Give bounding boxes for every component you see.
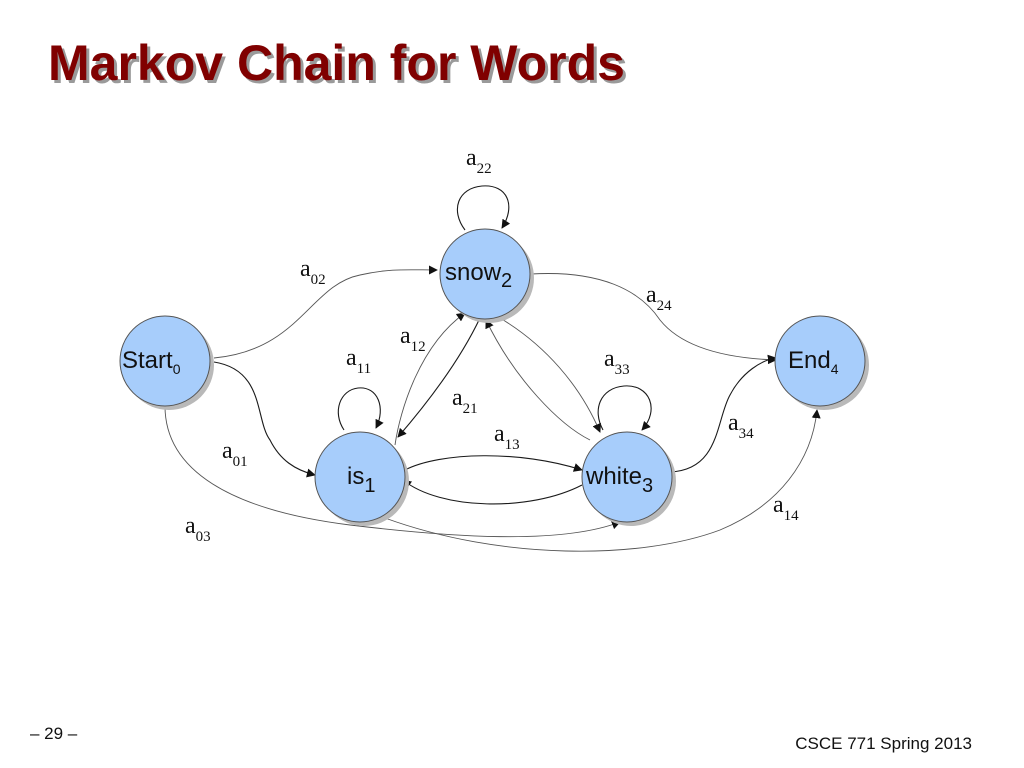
label-a11: a11 bbox=[346, 345, 371, 377]
edge-a34 bbox=[669, 354, 777, 473]
label-a14: a14 bbox=[773, 492, 799, 524]
node-end: End4 bbox=[774, 315, 869, 410]
label-a13: a13 bbox=[494, 421, 520, 453]
node-start-sub: 0 bbox=[173, 361, 181, 377]
svg-text:End4: End4 bbox=[788, 347, 839, 377]
svg-text:Start0: Start0 bbox=[122, 347, 181, 377]
edge-a02 bbox=[213, 265, 438, 359]
label-a03: a03 bbox=[185, 513, 211, 545]
label-a21: a21 bbox=[452, 385, 478, 417]
label-a12: a12 bbox=[400, 323, 426, 355]
course-footer: CSCE 771 Spring 2013 bbox=[795, 734, 972, 753]
node-start-label: Start bbox=[122, 347, 173, 374]
label-a24: a24 bbox=[646, 282, 672, 314]
node-snow: snow2 bbox=[439, 228, 534, 323]
edge-a21 bbox=[397, 317, 481, 438]
edge-a01 bbox=[213, 361, 316, 478]
edge-white-snow bbox=[485, 319, 591, 441]
edge-snow-white bbox=[499, 317, 601, 433]
label-a33: a33 bbox=[604, 346, 630, 378]
node-snow-label: snow bbox=[445, 259, 502, 286]
slide-title: Markov Chain for Words bbox=[48, 35, 625, 91]
node-start: Start0 bbox=[119, 315, 214, 410]
node-end-sub: 4 bbox=[831, 361, 839, 377]
node-is-sub: 1 bbox=[364, 475, 375, 497]
node-white: white3 bbox=[581, 431, 676, 526]
label-a34: a34 bbox=[728, 410, 754, 442]
edge-a22 bbox=[456, 185, 511, 231]
svg-text:is1: is1 bbox=[347, 463, 375, 497]
svg-text:snow2: snow2 bbox=[445, 259, 512, 292]
page-number: – 29 – bbox=[30, 724, 78, 743]
node-is: is1 bbox=[314, 431, 409, 526]
edge-a33 bbox=[597, 385, 652, 431]
node-is-label: is bbox=[347, 463, 364, 490]
label-a01: a01 bbox=[222, 438, 248, 470]
svg-text:white3: white3 bbox=[585, 463, 653, 497]
node-white-sub: 3 bbox=[642, 475, 653, 497]
node-white-label: white bbox=[585, 463, 642, 490]
node-snow-sub: 2 bbox=[501, 270, 512, 292]
edge-a11 bbox=[337, 387, 384, 431]
edge-a31 bbox=[402, 479, 583, 505]
label-a22: a22 bbox=[466, 145, 492, 177]
edge-a24 bbox=[530, 273, 777, 365]
edge-a03 bbox=[164, 405, 621, 538]
label-a02: a02 bbox=[300, 256, 326, 288]
edge-a13 bbox=[404, 455, 583, 472]
node-end-label: End bbox=[788, 347, 831, 374]
edge-a14 bbox=[384, 409, 821, 552]
